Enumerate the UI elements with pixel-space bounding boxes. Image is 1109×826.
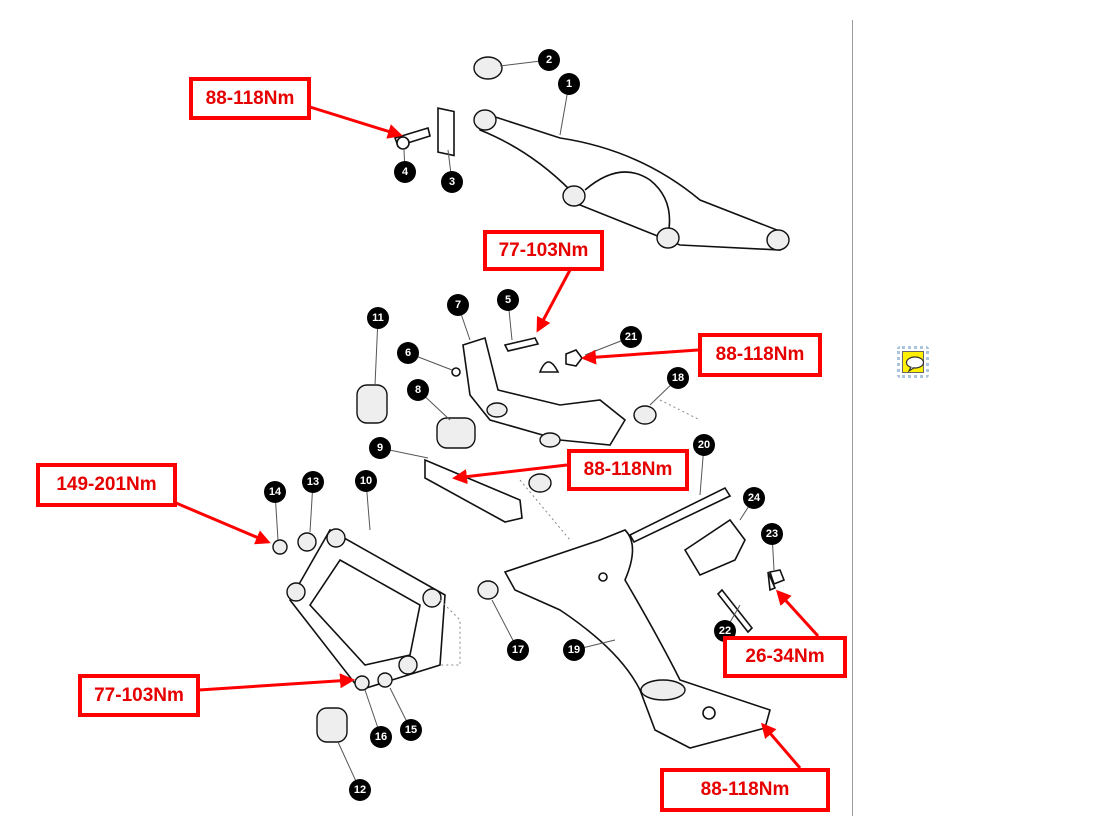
torque-label-nut-14: 149-201Nm xyxy=(36,463,177,507)
marker-circle xyxy=(355,470,377,492)
marker-circle xyxy=(407,379,429,401)
marker-circle xyxy=(369,437,391,459)
part-number: 3 xyxy=(449,176,455,188)
torque-arrows xyxy=(175,105,820,769)
part-number: 20 xyxy=(698,439,710,451)
marker-circle xyxy=(563,639,585,661)
part-number: 10 xyxy=(360,475,372,487)
part-number: 14 xyxy=(269,486,282,498)
torque-label-arm-19-end: 88-118Nm xyxy=(660,768,830,812)
marker-circle xyxy=(558,73,580,95)
part-marker-10: 10 xyxy=(355,470,377,492)
part-marker-14: 14 xyxy=(264,481,286,503)
part-number: 17 xyxy=(512,644,524,656)
part-number: 23 xyxy=(766,528,778,540)
part-marker-4: 4 xyxy=(394,161,416,183)
part-number: 4 xyxy=(402,166,409,178)
part-number: 21 xyxy=(625,331,637,343)
marker-circle xyxy=(620,326,642,348)
part-marker-5: 5 xyxy=(497,289,519,311)
part-marker-1: 1 xyxy=(558,73,580,95)
part-number: 11 xyxy=(372,312,384,324)
part-marker-17: 17 xyxy=(507,639,529,661)
part-marker-21: 21 xyxy=(620,326,642,348)
torque-label-bolt-4: 88-118Nm xyxy=(189,77,311,120)
part-number: 19 xyxy=(568,644,580,656)
part-marker-19: 19 xyxy=(563,639,585,661)
part-marker-18: 18 xyxy=(667,367,689,389)
part-marker-9: 9 xyxy=(369,437,391,459)
part-marker-7: 7 xyxy=(447,294,469,316)
bracket-assembly xyxy=(356,336,657,523)
part-number: 2 xyxy=(546,54,552,66)
marker-circle xyxy=(400,719,422,741)
marker-circle xyxy=(693,434,715,456)
marker-circle xyxy=(367,307,389,329)
upper-control-arm xyxy=(393,56,790,251)
lower-control-arm xyxy=(503,486,786,749)
part-number: 13 xyxy=(307,476,319,488)
torque-label-nut-21: 88-118Nm xyxy=(698,333,822,377)
marker-circle xyxy=(538,49,560,71)
marker-circle xyxy=(370,726,392,748)
marker-circle xyxy=(497,289,519,311)
part-number: 7 xyxy=(455,299,461,311)
marker-circle xyxy=(667,367,689,389)
marker-circle xyxy=(302,471,324,493)
part-marker-13: 13 xyxy=(302,471,324,493)
subframe-bracket xyxy=(272,528,499,743)
marker-circle xyxy=(394,161,416,183)
marker-circle xyxy=(349,779,371,801)
page-divider xyxy=(852,20,853,816)
marker-circle xyxy=(264,481,286,503)
part-marker-3: 3 xyxy=(441,171,463,193)
part-marker-20: 20 xyxy=(693,434,715,456)
marker-circle xyxy=(397,342,419,364)
part-number-markers: 1 2 3 4 5 6 7 8 9 10 11 12 13 14 15 16 1… xyxy=(264,49,783,801)
torque-label-bolt-23: 26-34Nm xyxy=(723,636,847,678)
comment-note-icon[interactable] xyxy=(897,346,929,378)
part-number: 9 xyxy=(377,442,383,454)
marker-circle xyxy=(761,523,783,545)
part-marker-6: 6 xyxy=(397,342,419,364)
part-marker-8: 8 xyxy=(407,379,429,401)
part-number: 15 xyxy=(405,724,417,736)
marker-circle xyxy=(507,639,529,661)
marker-circle xyxy=(447,294,469,316)
torque-label-bracket-9: 88-118Nm xyxy=(567,449,689,491)
part-number: 16 xyxy=(375,731,387,743)
part-number: 5 xyxy=(505,294,511,306)
marker-circle xyxy=(441,171,463,193)
part-number: 8 xyxy=(415,384,421,396)
part-number: 12 xyxy=(354,784,366,796)
part-number: 6 xyxy=(405,347,411,359)
marker-circle xyxy=(743,487,765,509)
part-number: 18 xyxy=(672,372,684,384)
part-marker-16: 16 xyxy=(370,726,392,748)
part-marker-15: 15 xyxy=(400,719,422,741)
part-marker-11: 11 xyxy=(367,307,389,329)
torque-label-nut-16: 77-103Nm xyxy=(78,674,200,717)
part-marker-12: 12 xyxy=(349,779,371,801)
torque-label-bolt-5: 77-103Nm xyxy=(483,230,604,271)
part-number: 22 xyxy=(719,625,731,637)
part-marker-23: 23 xyxy=(761,523,783,545)
part-number: 1 xyxy=(566,78,572,90)
part-marker-24: 24 xyxy=(743,487,765,509)
part-number: 24 xyxy=(748,492,761,504)
speech-bubble-icon xyxy=(902,351,925,373)
part-marker-2: 2 xyxy=(538,49,560,71)
